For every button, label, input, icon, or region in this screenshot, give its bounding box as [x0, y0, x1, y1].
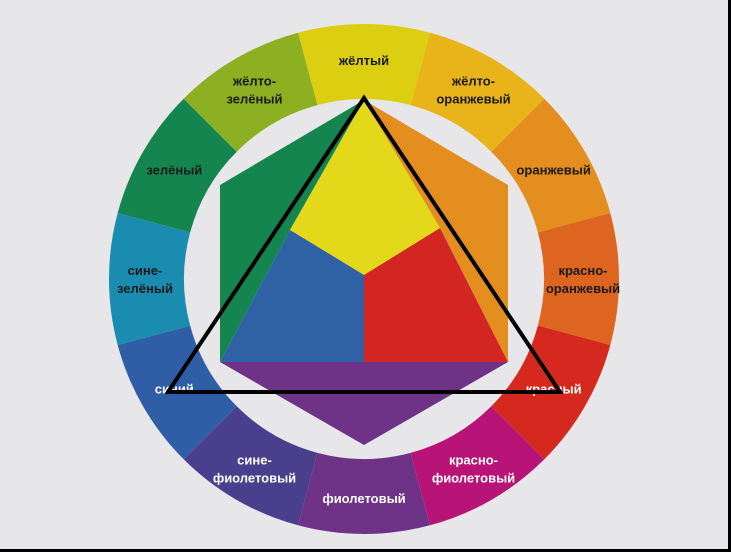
segment-label-line: зелёный [146, 163, 202, 178]
secondary-violet-triangle [220, 362, 508, 445]
primary-red-region [364, 228, 508, 362]
segment-label-line: жёлто- [451, 73, 495, 88]
wheel-segment-orange [491, 98, 611, 233]
segment-label-line: сине- [237, 453, 272, 468]
wheel-segment-yellow-orange [410, 32, 545, 152]
segment-label-red-violet: красно-фиолетовый [432, 453, 515, 486]
wheel-segment-violet [298, 452, 430, 534]
segment-label-line: жёлтый [338, 53, 389, 68]
segment-label-green: зелёный [146, 163, 202, 178]
secondary-orange-triangle [364, 100, 508, 362]
segment-label-line: зелёный [227, 91, 283, 106]
segment-label-line: красно- [449, 453, 498, 468]
segment-label-blue-green: сине-зелёный [117, 263, 173, 296]
wheel-segment-yellow-green [183, 32, 318, 152]
segment-label-blue-violet: сине-фиолетовый [213, 453, 296, 486]
segment-label-line: оранжевый [436, 91, 510, 106]
secondary-green-triangle [220, 100, 364, 362]
segment-label-red-orange: красно-оранжевый [546, 263, 620, 296]
wheel-segment-green [117, 98, 237, 233]
segment-label-violet: фиолетовый [322, 491, 405, 506]
segment-label-line: оранжевый [516, 163, 590, 178]
inner-hexagon [220, 100, 508, 445]
wheel-segment-blue-violet [183, 406, 318, 526]
triad-triangle [164, 94, 564, 394]
wheel-segment-yellow [298, 23, 430, 106]
segment-labels: жёлтыйжёлто-оранжевыйоранжевыйкрасно-ора… [117, 53, 620, 506]
wheel-segment-red-orange [537, 213, 620, 345]
segment-label-yellow: жёлтый [338, 53, 389, 68]
segment-label-line: фиолетовый [322, 491, 405, 506]
wheel-segment-blue-green [109, 213, 191, 345]
primary-blue-region [220, 230, 364, 362]
segment-label-line: фиолетовый [432, 471, 515, 486]
segment-label-line: зелёный [117, 281, 173, 296]
segment-label-line: фиолетовый [213, 471, 296, 486]
segment-label-yellow-orange: жёлто-оранжевый [436, 73, 510, 106]
segment-label-line: оранжевый [546, 281, 620, 296]
segment-label-line: красно- [558, 263, 607, 278]
segment-label-orange: оранжевый [516, 163, 590, 178]
segment-label-line: жёлто- [232, 73, 276, 88]
segment-label-yellow-green: жёлто-зелёный [227, 73, 283, 106]
wheel-segment-red-violet [410, 406, 545, 526]
primary-yellow-region [290, 100, 440, 275]
segment-label-line: сине- [128, 263, 163, 278]
